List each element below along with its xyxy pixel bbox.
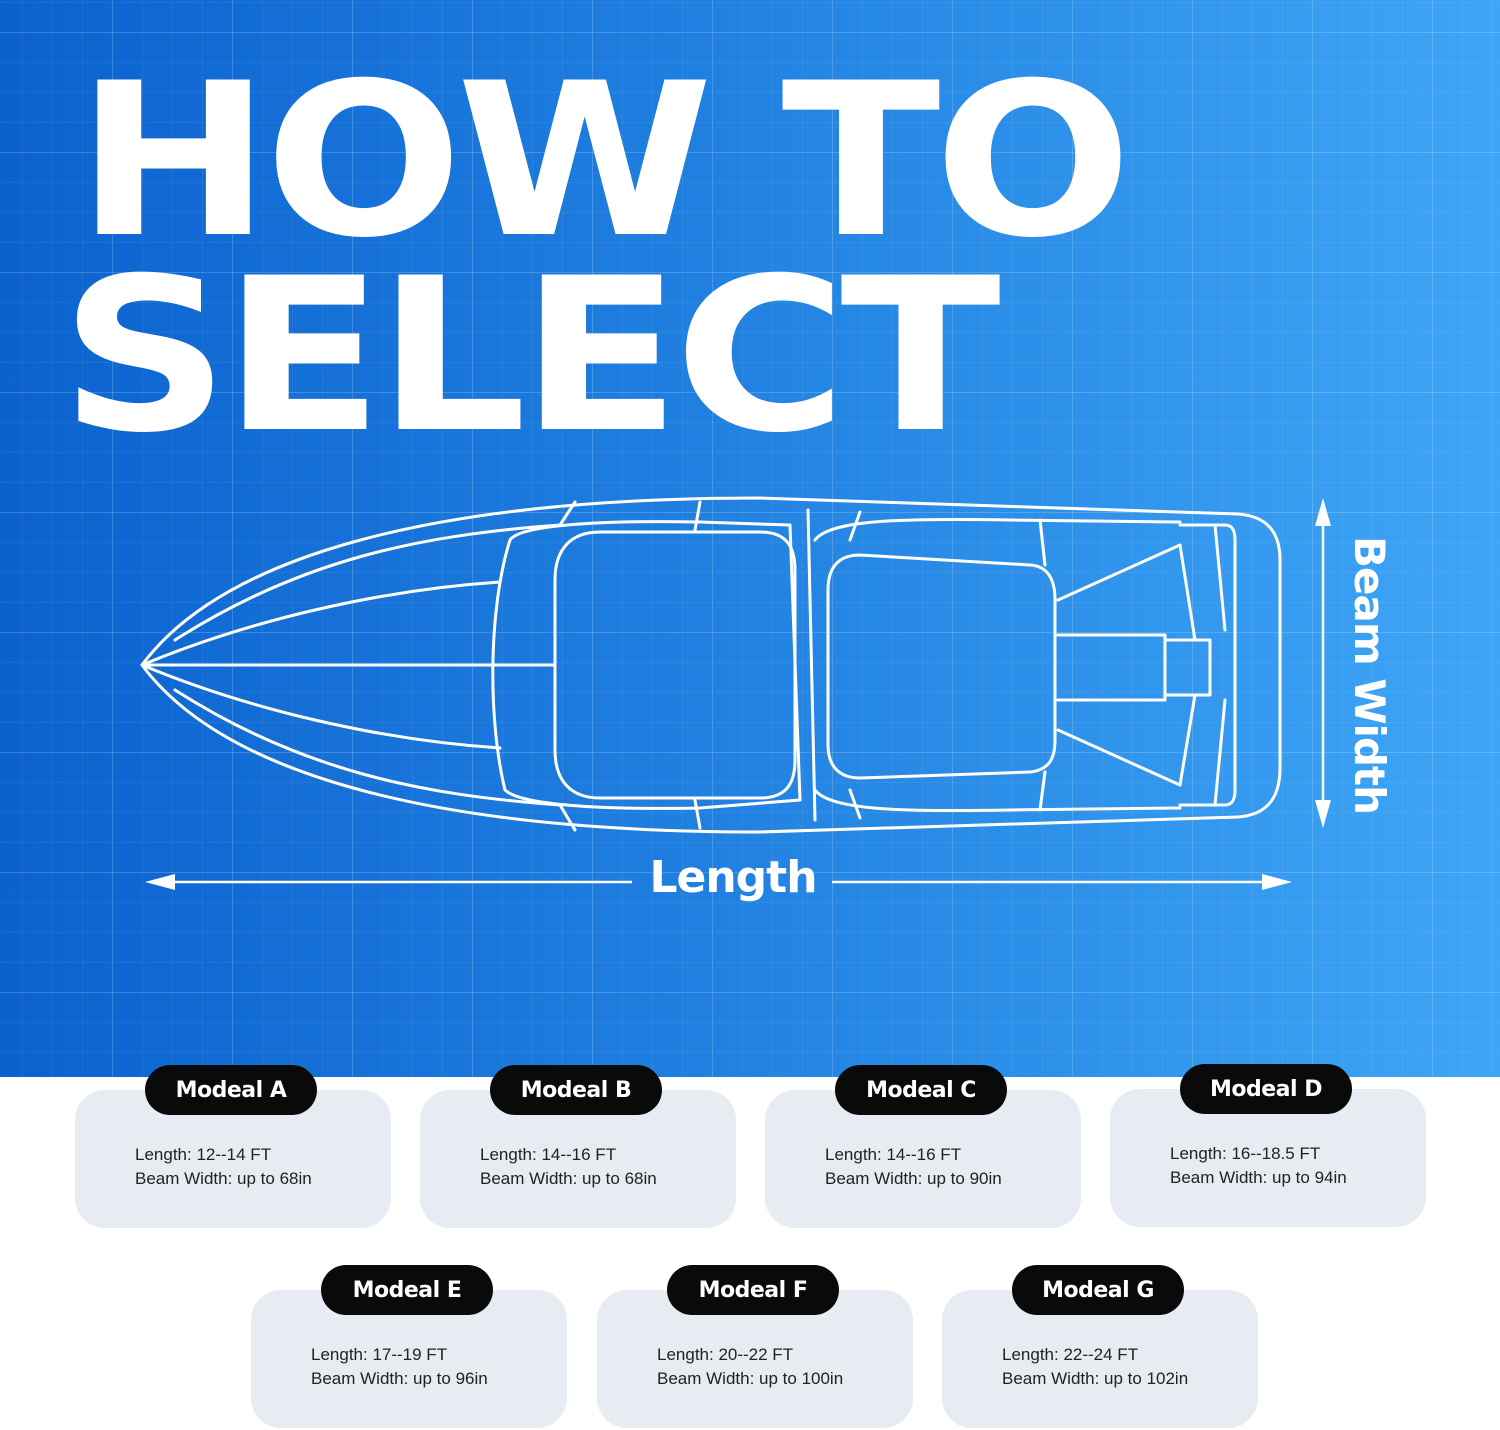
model-card-d: Modeal D Length: 16--18.5 FT Beam Width:… bbox=[1110, 1064, 1426, 1227]
model-beam-width: Beam Width: up to 68in bbox=[480, 1169, 657, 1188]
model-length: Length: 14--16 FT bbox=[825, 1145, 962, 1164]
model-beam-width: Beam Width: up to 68in bbox=[135, 1169, 312, 1188]
model-card-a: Modeal A Length: 12--14 FT Beam Width: u… bbox=[75, 1065, 391, 1228]
model-badge: Modeal F bbox=[667, 1265, 839, 1315]
model-badge: Modeal E bbox=[321, 1265, 493, 1315]
blueprint-grid bbox=[0, 0, 1500, 1077]
model-length: Length: 12--14 FT bbox=[135, 1145, 272, 1164]
model-badge: Modeal C bbox=[835, 1065, 1007, 1115]
beam-width-arrow bbox=[1315, 498, 1331, 828]
front-seat bbox=[553, 530, 797, 800]
model-beam-width: Beam Width: up to 100in bbox=[657, 1369, 844, 1388]
model-card-b: Modeal B Length: 14--16 FT Beam Width: u… bbox=[420, 1065, 736, 1228]
model-card-f: Modeal F Length: 20--22 FT Beam Width: u… bbox=[597, 1265, 913, 1428]
model-length: Length: 16--18.5 FT bbox=[1170, 1144, 1321, 1163]
stern-box bbox=[1178, 523, 1237, 807]
model-card-g: Modeal G Length: 22--24 FT Beam Width: u… bbox=[942, 1265, 1258, 1428]
title-line-2: SELECT bbox=[60, 232, 1001, 479]
model-beam-width: Beam Width: up to 90in bbox=[825, 1169, 1002, 1188]
beam-width-label: Beam Width bbox=[1345, 536, 1394, 814]
length-arrow bbox=[145, 874, 1292, 890]
model-beam-width: Beam Width: up to 94in bbox=[1170, 1168, 1347, 1187]
mid-divider bbox=[806, 508, 817, 822]
model-length: Length: 17--19 FT bbox=[311, 1345, 448, 1364]
model-badge: Modeal G bbox=[1012, 1265, 1184, 1315]
model-badge: Modeal A bbox=[145, 1065, 317, 1115]
model-length: Length: 14--16 FT bbox=[480, 1145, 617, 1164]
model-length: Length: 22--24 FT bbox=[1002, 1345, 1139, 1364]
bow-line-bottom bbox=[140, 663, 502, 750]
model-beam-width: Beam Width: up to 102in bbox=[1002, 1369, 1189, 1388]
title-line-1: HOW TO bbox=[76, 37, 1132, 284]
windshield bbox=[491, 520, 802, 810]
model-card-e: Modeal E Length: 17--19 FT Beam Width: u… bbox=[251, 1265, 567, 1428]
model-length: Length: 20--22 FT bbox=[657, 1345, 794, 1364]
length-label: Length bbox=[649, 852, 817, 903]
bow-inner-top bbox=[173, 523, 562, 642]
model-beam-width: Beam Width: up to 96in bbox=[311, 1369, 488, 1388]
boat-hull bbox=[140, 496, 1282, 834]
bow-line-top bbox=[140, 580, 502, 667]
rear-seat bbox=[826, 553, 1057, 780]
bow-inner-bottom bbox=[173, 688, 562, 807]
model-badge: Modeal B bbox=[490, 1065, 662, 1115]
boat-blueprint-illustration bbox=[0, 0, 1500, 1077]
hero-banner: HOW TO SELECT bbox=[0, 0, 1500, 1077]
model-card-c: Modeal C Length: 14--16 FT Beam Width: u… bbox=[765, 1065, 1081, 1228]
model-badge: Modeal D bbox=[1180, 1064, 1352, 1114]
